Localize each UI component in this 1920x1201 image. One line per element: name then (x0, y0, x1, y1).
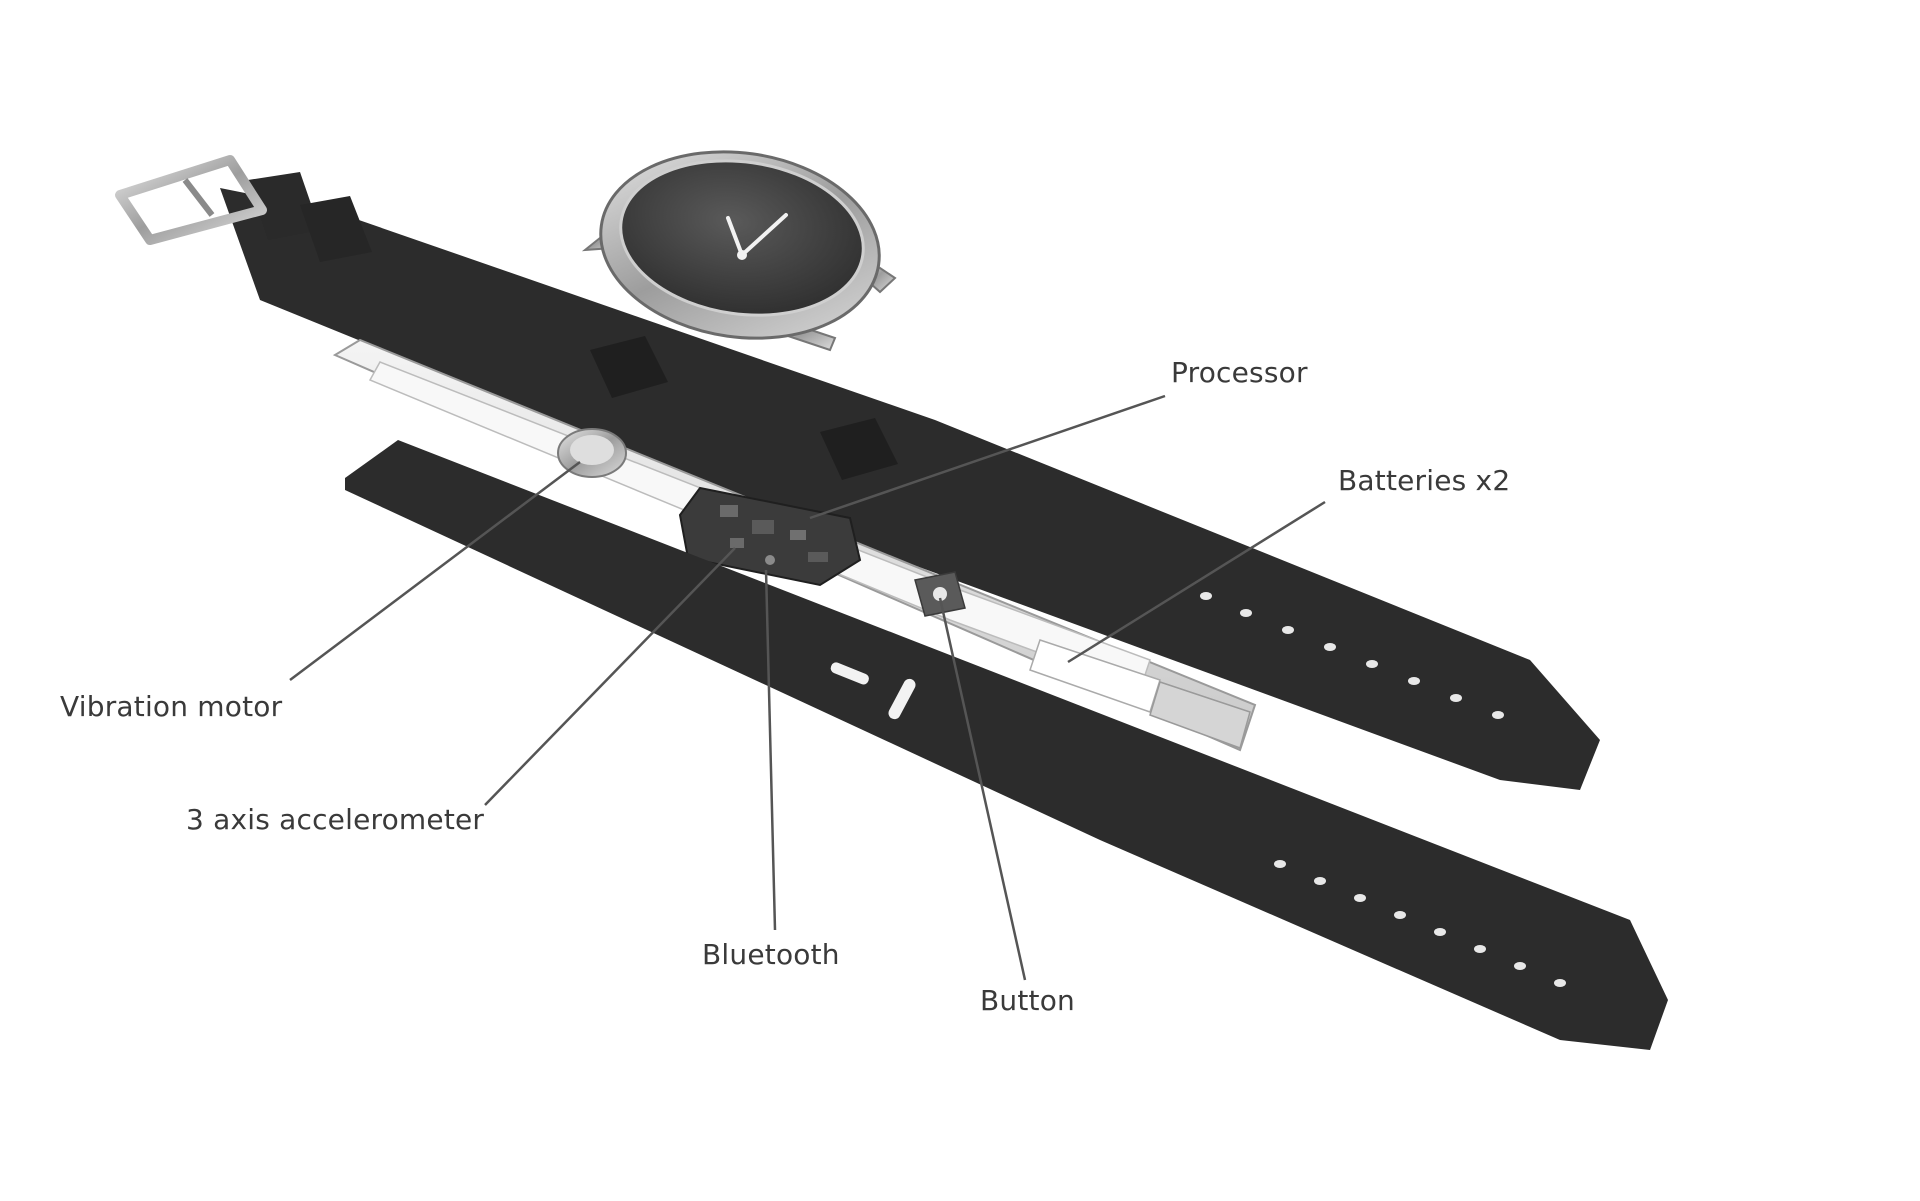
leader-bluetooth (764, 569, 777, 931)
label-batteries: Batteries x2 (1338, 464, 1511, 497)
leader-lines (289, 394, 1326, 981)
label-vibration-motor: Vibration motor (60, 690, 283, 723)
label-button: Button (980, 984, 1075, 1017)
label-bluetooth: Bluetooth (702, 938, 840, 971)
label-processor: Processor (1171, 356, 1308, 389)
watch-head (581, 150, 897, 352)
top-strap-holes (1200, 592, 1504, 719)
buckle (115, 155, 267, 245)
top-strap (220, 172, 1600, 790)
leader-processor (809, 394, 1166, 520)
leader-vibration-motor (289, 461, 581, 681)
bottom-strap-holes (1274, 860, 1566, 987)
bottom-strap-slots (830, 662, 916, 720)
bottom-strap (345, 440, 1668, 1050)
leader-accelerometer (484, 547, 736, 806)
leader-button (938, 597, 1027, 981)
leader-batteries (1067, 500, 1326, 664)
label-accelerometer: 3 axis accelerometer (186, 803, 485, 836)
circuit-board (678, 486, 862, 587)
button-component (914, 571, 966, 617)
